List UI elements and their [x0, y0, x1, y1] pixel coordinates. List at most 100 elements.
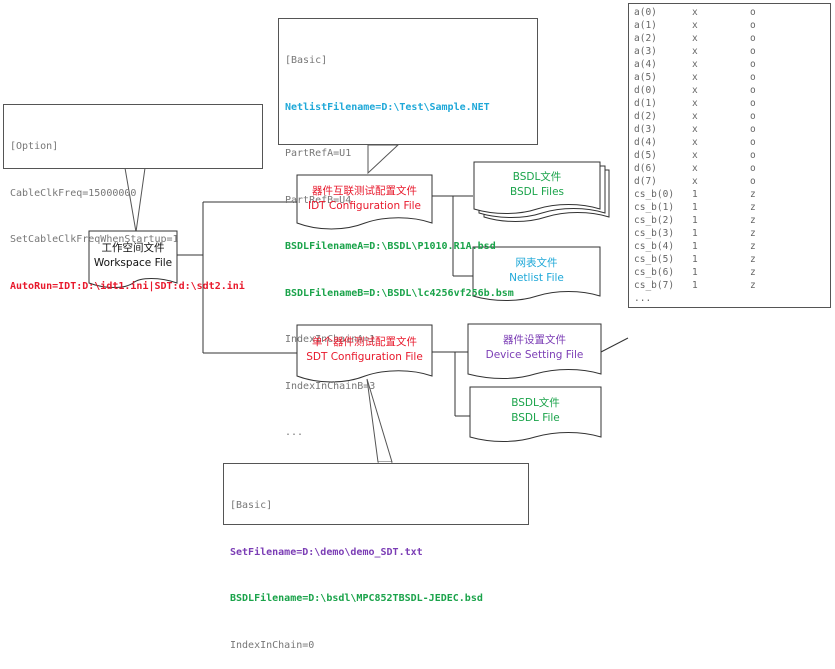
idt-basic-callout: [Basic] NetlistFilename=D:\Test\Sample.N… — [278, 18, 538, 438]
option-autorun: AutoRun=IDT:D:\idt1.ini|SDT:d:\sdt2.ini — [10, 280, 245, 292]
workspace-file-en: Workspace File — [93, 257, 173, 269]
workspace-file-zh: 工作空间文件 — [101, 242, 165, 254]
pin-state: z — [750, 228, 756, 239]
pin-name: cs_b(0) — [634, 189, 675, 200]
pin-value: x — [692, 137, 698, 148]
sdt-config-node: 单个器件测试配置文件 SDT Configuration File — [297, 327, 432, 373]
pin-name: a(4) — [634, 59, 657, 70]
pin-name: a(3) — [634, 46, 657, 57]
netlist-file-zh: 网表文件 — [515, 256, 558, 269]
pin-value: x — [692, 85, 698, 96]
pin-state: o — [750, 163, 756, 174]
pin-value: x — [692, 20, 698, 31]
device-setting-doc-shape — [467, 323, 602, 379]
pin-value: 1 — [692, 189, 698, 200]
pin-state: z — [750, 202, 756, 213]
device-setting-zh: 器件设置文件 — [503, 334, 566, 346]
pin-state: z — [750, 241, 756, 252]
pin-value: 1 — [692, 202, 698, 213]
pin-state: o — [750, 124, 756, 135]
idt-doc-shape — [296, 174, 433, 230]
bsdl-files-en: BSDL Files — [510, 186, 564, 198]
pin-name: d(2) — [634, 111, 657, 122]
connector-lines — [177, 195, 629, 417]
pin-value: 1 — [692, 267, 698, 278]
idt-index-chain-b: IndexInChainB=3 — [285, 380, 376, 392]
pin-state: o — [750, 20, 756, 31]
pin-value: x — [692, 98, 698, 109]
sdt-basic-header: [Basic] — [230, 500, 273, 511]
pin-value: x — [692, 124, 698, 135]
pin-state: o — [750, 59, 756, 70]
device-setting-node: 器件设置文件 Device Setting File — [468, 326, 601, 370]
bsdl-files-node: BSDL文件 BSDL Files — [474, 164, 600, 206]
pin-state: o — [750, 33, 756, 44]
bsdl-files-doc-front — [473, 161, 601, 214]
pin-name: d(6) — [634, 163, 657, 174]
device-setting-en: Device Setting File — [485, 349, 584, 361]
pin-value: 1 — [692, 280, 698, 291]
pin-row: d(6) x o — [634, 162, 825, 175]
pin-value: 1 — [692, 228, 698, 239]
bsdl-file-zh: BSDL文件 — [511, 397, 560, 409]
idt-config-node: 器件互联测试配置文件 IDT Configuration File — [297, 177, 432, 221]
idt-netlist-filename: NetlistFilename=D:\Test\Sample.NET — [285, 101, 490, 113]
pin-name: d(7) — [634, 176, 657, 187]
pin-name: cs_b(7) — [634, 280, 675, 291]
option-cable-clk-freq: CableClkFreq=15000000 — [10, 187, 137, 199]
bsdl-file-node: BSDL文件 BSDL File — [470, 389, 601, 433]
pin-state: o — [750, 150, 756, 161]
sdt-index-chain: IndexInChain=0 — [230, 639, 315, 651]
netlist-file-en: Netlist File — [509, 271, 564, 284]
pin-value: x — [692, 163, 698, 174]
workspace-file-node: 工作空间文件 Workspace File — [89, 233, 177, 279]
pin-value: 1 — [692, 254, 698, 265]
pin-row: cs_b(5) 1 z — [634, 253, 825, 266]
idt-bsdl-filename-b: BSDLFilenameB=D:\BSDL\lc4256vf256b.bsm — [285, 287, 514, 299]
pin-table-ellipsis: ... — [634, 293, 652, 304]
sdt-doc-shape — [296, 324, 433, 383]
pin-name: cs_b(5) — [634, 254, 675, 265]
pin-state: o — [750, 137, 756, 148]
pin-state: z — [750, 280, 756, 291]
idt-ellipsis: ... — [285, 427, 304, 438]
pin-row: a(1) x o — [634, 19, 825, 32]
document-shapes — [88, 161, 610, 442]
pin-name: a(2) — [634, 33, 657, 44]
pin-state: o — [750, 176, 756, 187]
diagram-canvas — [88, 143, 629, 464]
pin-row: a(3) x o — [634, 45, 825, 58]
pin-name: a(1) — [634, 20, 657, 31]
sdt-config-en: SDT Configuration File — [306, 351, 423, 363]
pin-state: o — [750, 98, 756, 109]
sdt-bsdl-filename: BSDLFilename=D:\bsdl\MPC852TBSDL-JEDEC.b… — [230, 593, 483, 604]
workspace-doc-shape — [88, 230, 178, 288]
bsdl-files-zh: BSDL文件 — [512, 171, 562, 183]
option-header: [Option] — [10, 141, 59, 152]
option-callout: [Option] CableClkFreq=15000000 SetCableC… — [3, 104, 263, 292]
pin-value: 1 — [692, 241, 698, 252]
netlist-doc-shape — [472, 246, 601, 301]
pin-value: x — [692, 46, 698, 57]
pin-value: x — [692, 33, 698, 44]
pin-state: z — [750, 215, 756, 226]
sdt-set-filename: SetFilename=D:\demo\demo_SDT.txt — [230, 546, 423, 558]
idt-config-en: IDT Configuration File — [307, 200, 422, 212]
pin-state: o — [750, 72, 756, 83]
idt-index-chain-a: IndexInChainA=1 — [285, 334, 376, 345]
pin-state: o — [750, 46, 756, 57]
pin-state: z — [750, 254, 756, 265]
sdt-basic-callout: [Basic] SetFilename=D:\demo\demo_SDT.txt… — [223, 463, 529, 651]
